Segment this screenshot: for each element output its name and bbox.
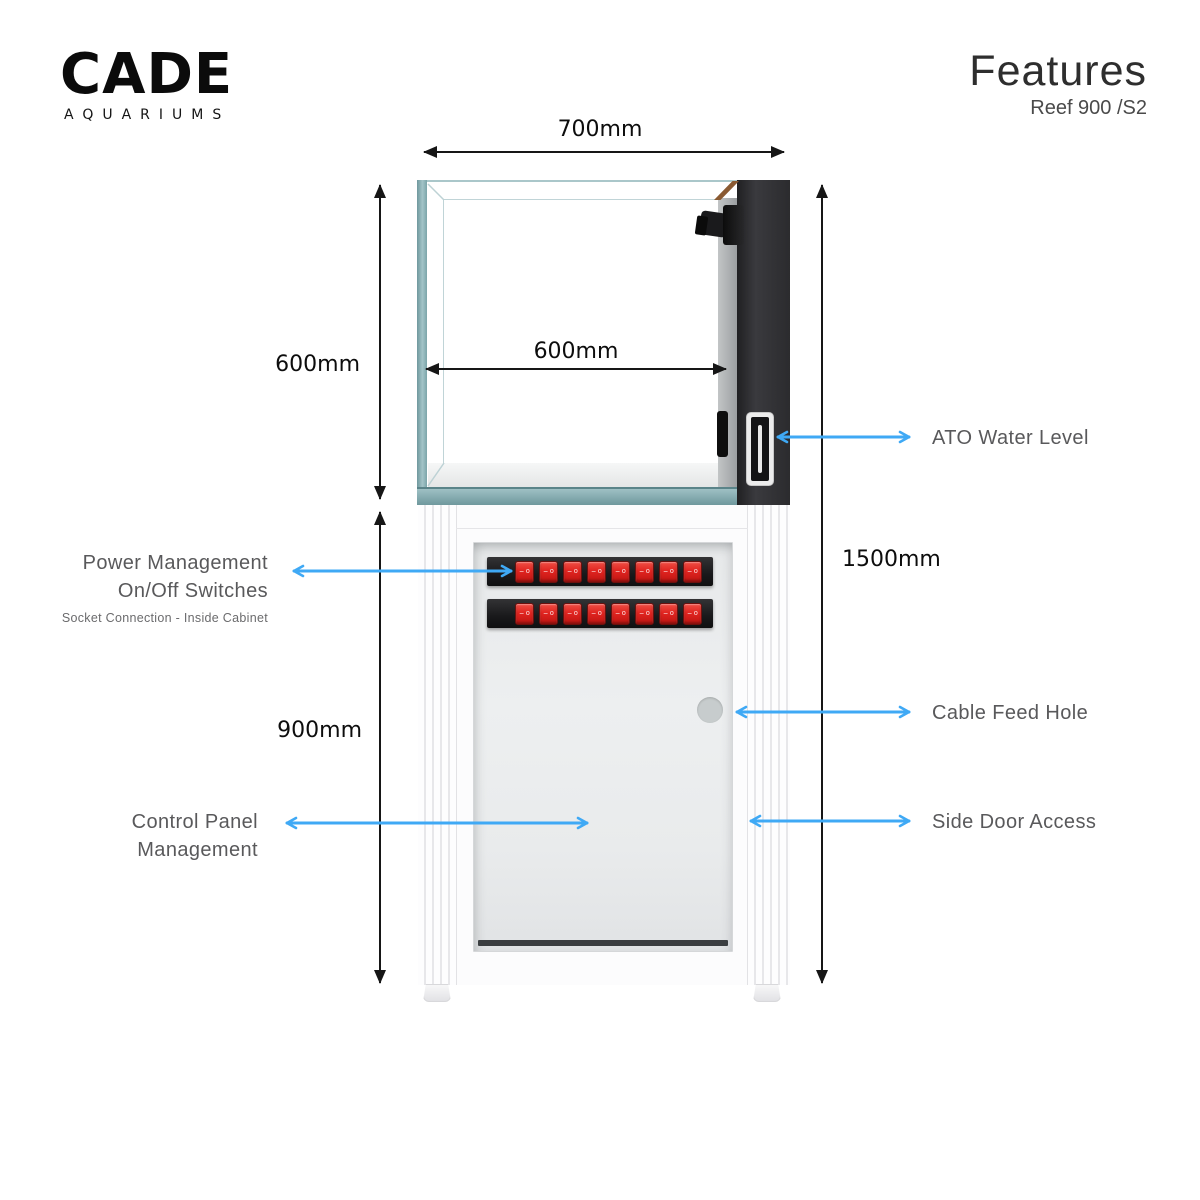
wall-sensor — [717, 411, 728, 457]
door-bottom-strip — [478, 940, 728, 946]
switch-on-mark: − — [639, 608, 644, 618]
label-power-management: Power Management On/Off Switches Socket … — [30, 549, 268, 626]
switch-off-mark: o — [645, 568, 650, 575]
label-control-line1: Control Panel — [131, 811, 258, 833]
door-top-hairline — [456, 528, 748, 529]
switch-on-mark: − — [591, 608, 596, 618]
switch-on-mark: − — [567, 608, 572, 618]
dim-label-1500mm: 1500mm — [842, 547, 941, 572]
switch-off-mark: o — [693, 610, 698, 617]
switch-on-mark: − — [687, 608, 692, 618]
label-power-line2: On/Off Switches — [117, 580, 268, 602]
switch-on-mark: − — [663, 566, 668, 576]
switch-on-mark: − — [615, 566, 620, 576]
title-block: Features Reef 900 /S2 — [969, 48, 1147, 120]
switch-on-mark: − — [543, 608, 548, 618]
power-switch: −o — [611, 560, 630, 583]
power-switch: −o — [539, 560, 558, 583]
power-switch: −o — [659, 560, 678, 583]
power-switch: −o — [683, 602, 702, 625]
power-switch: −o — [515, 602, 534, 625]
switch-off-mark: o — [693, 568, 698, 575]
power-strip-row-1: −o−o−o−o−o−o−o−o — [487, 557, 713, 586]
switch-on-mark: − — [543, 566, 548, 576]
power-switch: −o — [515, 560, 534, 583]
switch-on-mark: − — [663, 608, 668, 618]
switch-off-mark: o — [549, 610, 554, 617]
cabinet-left-pilaster — [418, 505, 456, 985]
label-power-line1: Power Management — [82, 552, 268, 574]
power-switch: −o — [683, 560, 702, 583]
label-control-line2: Management — [137, 839, 258, 861]
label-power-subtext: Socket Connection - Inside Cabinet — [61, 611, 268, 625]
cabinet-right-pilaster — [748, 505, 790, 985]
switch-off-mark: o — [573, 610, 578, 617]
label-side-door-access: Side Door Access — [932, 811, 1097, 833]
tank-floor — [428, 463, 719, 487]
cabinet-foot-left — [423, 984, 451, 1002]
switch-off-mark: o — [525, 610, 530, 617]
ato-water-line — [758, 425, 762, 473]
switch-on-mark: − — [519, 608, 524, 618]
tank-glass-left-edge — [417, 180, 427, 505]
switch-off-mark: o — [525, 568, 530, 575]
switch-on-mark: − — [615, 608, 620, 618]
label-control-panel: Control Panel Management — [30, 808, 258, 864]
power-switch: −o — [659, 602, 678, 625]
tank-inner-rim — [443, 199, 719, 464]
ato-window-slot — [751, 417, 769, 481]
switch-on-mark: − — [567, 566, 572, 576]
power-switch: −o — [563, 602, 582, 625]
cable-feed-hole — [697, 697, 723, 723]
switch-on-mark: − — [639, 566, 644, 576]
switch-on-mark: − — [591, 566, 596, 576]
plumbing-flange — [723, 205, 744, 245]
dim-label-900mm: 900mm — [277, 718, 362, 743]
switch-off-mark: o — [645, 610, 650, 617]
brand-subtext: AQUARIUMS — [64, 107, 231, 123]
switch-off-mark: o — [669, 610, 674, 617]
switch-off-mark: o — [597, 568, 602, 575]
power-switch: −o — [611, 602, 630, 625]
power-switch: −o — [563, 560, 582, 583]
power-switch: −o — [587, 602, 606, 625]
power-switch: −o — [539, 602, 558, 625]
switch-off-mark: o — [669, 568, 674, 575]
label-ato-water-level: ATO Water Level — [932, 427, 1089, 449]
cabinet-foot-right — [753, 984, 781, 1002]
brand-wordmark: CADE — [60, 42, 234, 107]
switch-on-mark: − — [687, 566, 692, 576]
power-switch: −o — [587, 560, 606, 583]
switch-off-mark: o — [573, 568, 578, 575]
power-switch: −o — [635, 602, 654, 625]
switch-off-mark: o — [597, 610, 602, 617]
switch-off-mark: o — [549, 568, 554, 575]
page-title: Features — [969, 47, 1147, 95]
power-switch: −o — [635, 560, 654, 583]
switch-on-mark: − — [519, 566, 524, 576]
label-cable-feed-hole: Cable Feed Hole — [932, 702, 1089, 724]
dim-label-600mm-width: 600mm — [533, 339, 619, 364]
switch-off-mark: o — [621, 610, 626, 617]
switch-off-mark: o — [621, 568, 626, 575]
page-subtitle: Reef 900 /S2 — [1030, 97, 1147, 119]
brand-logo: CADE AQUARIUMS — [60, 42, 234, 124]
dim-label-600mm-height: 600mm — [275, 352, 360, 377]
tank-glass-bottom-edge — [417, 487, 737, 505]
ato-window — [747, 413, 773, 485]
dim-label-700mm: 700mm — [557, 117, 643, 142]
power-strip-row-2: −o−o−o−o−o−o−o−o — [487, 599, 713, 628]
